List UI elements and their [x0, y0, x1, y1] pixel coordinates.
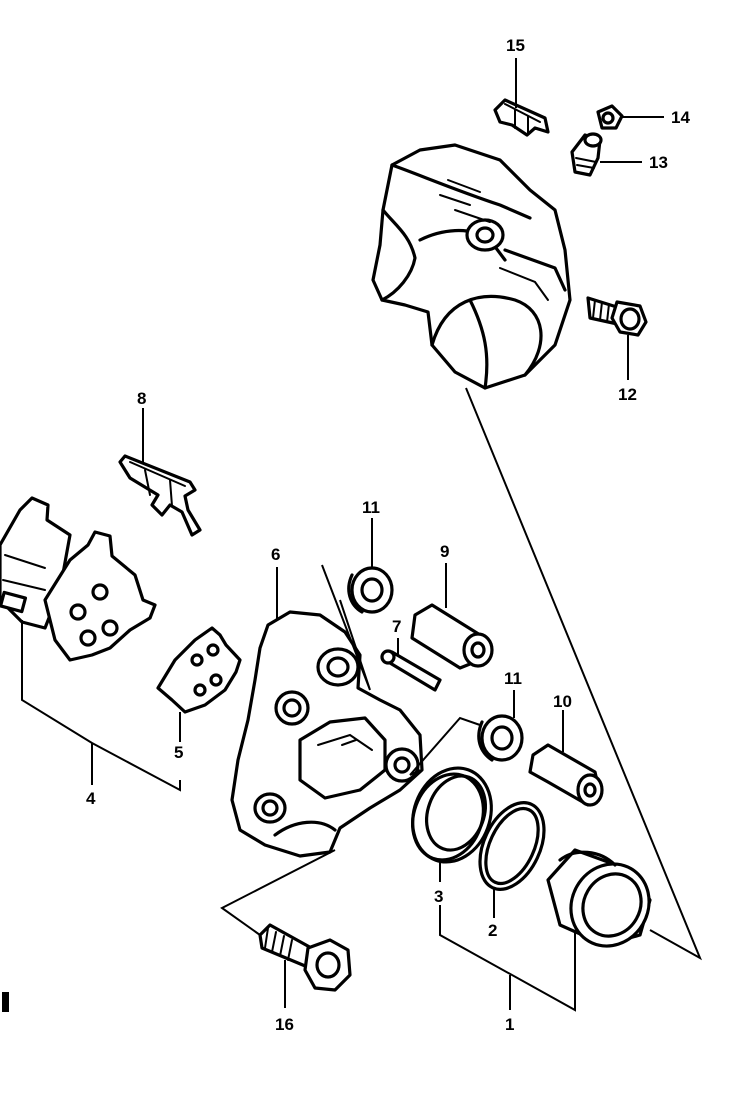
dust-seal-3 — [411, 766, 493, 864]
bleeder-cap-14 — [596, 104, 624, 130]
callout-6: 6 — [271, 545, 280, 564]
pad-spring-8 — [118, 454, 202, 537]
callout-3: 3 — [434, 887, 443, 906]
bolt-12 — [586, 296, 648, 337]
pad-shim-5 — [156, 626, 242, 714]
assembly-leader-lines — [21, 387, 703, 1012]
callout-9: 9 — [440, 542, 449, 561]
sleeve-10 — [528, 743, 604, 807]
sleeve-9 — [410, 603, 494, 670]
piston-seal-2 — [478, 801, 546, 891]
callout-15: 15 — [506, 36, 525, 55]
callout-7: 7 — [392, 617, 401, 636]
callout-12: 12 — [618, 385, 637, 404]
callout-16: 16 — [275, 1015, 294, 1034]
boot-11-upper — [347, 566, 394, 614]
bleeder-screw-13 — [570, 132, 603, 177]
callout-10: 10 — [553, 692, 572, 711]
pad-clip-15 — [493, 98, 550, 137]
brake-pad-front — [43, 530, 157, 662]
callout-1: 1 — [505, 1015, 514, 1034]
bolt-16 — [258, 923, 352, 992]
callout-5: 5 — [174, 743, 183, 762]
callout-13: 13 — [649, 153, 668, 172]
callout-8: 8 — [137, 389, 146, 408]
piston — [546, 848, 652, 948]
caliper-bracket-6 — [230, 610, 424, 858]
callout-2: 2 — [488, 921, 497, 940]
caliper-body — [371, 143, 572, 390]
callout-4: 4 — [86, 789, 96, 808]
boot-11-lower — [477, 714, 524, 762]
corner-mark — [2, 992, 9, 1012]
callout-11-lower: 11 — [504, 669, 522, 688]
callout-11-upper: 11 — [362, 498, 380, 517]
pin-7 — [380, 649, 442, 692]
callout-14: 14 — [671, 108, 690, 127]
